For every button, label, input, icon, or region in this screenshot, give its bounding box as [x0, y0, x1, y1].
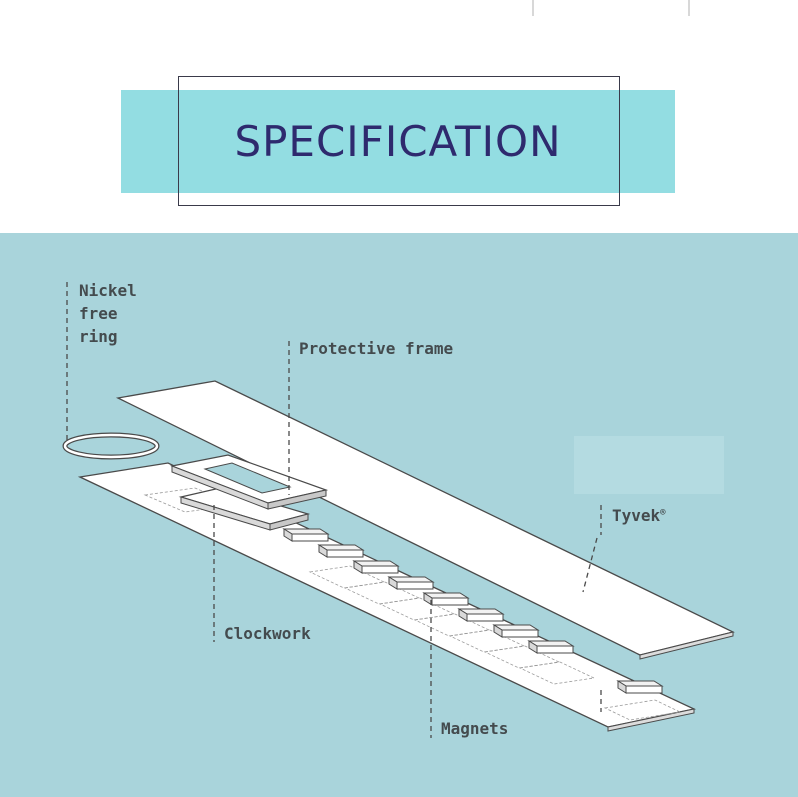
base-strip: [77, 462, 697, 732]
magnets-label: Magnets: [441, 719, 508, 738]
protective-frame: [169, 454, 329, 510]
tyvek-strip: [115, 380, 735, 660]
clockwork-plate: [178, 487, 311, 531]
nickel-ring-label: Nickel: [79, 281, 137, 300]
tyvek-label-text: Tyvek: [612, 506, 661, 525]
registered-mark: ®: [660, 508, 666, 518]
page-title: SPECIFICATION: [234, 117, 562, 166]
faint-overlay: [574, 436, 724, 494]
magnet: [388, 576, 434, 590]
magnet: [353, 560, 399, 574]
magnet: [458, 608, 504, 622]
top-edge-mark: [532, 0, 534, 16]
exploded-view-svg: Nickel free ring Protective frame Tyvek®…: [62, 281, 735, 738]
magnet: [493, 624, 539, 638]
magnet: [318, 544, 364, 558]
exploded-diagram: Nickel free ring Protective frame Tyvek®…: [0, 233, 798, 797]
protective-frame-label: Protective frame: [299, 339, 453, 358]
nickel-ring: [62, 432, 160, 460]
tyvek-label: Tyvek®: [612, 506, 666, 525]
clockwork-label: Clockwork: [224, 624, 311, 643]
leader-lines: [66, 282, 602, 738]
top-edge-mark: [688, 0, 690, 16]
title-frame: [178, 76, 620, 206]
magnet: [617, 680, 663, 694]
nickel-ring-label: free: [79, 304, 118, 323]
title-banner: [121, 90, 675, 193]
nickel-ring-label: ring: [79, 327, 118, 346]
magnet: [283, 528, 329, 542]
magnet: [528, 640, 574, 654]
